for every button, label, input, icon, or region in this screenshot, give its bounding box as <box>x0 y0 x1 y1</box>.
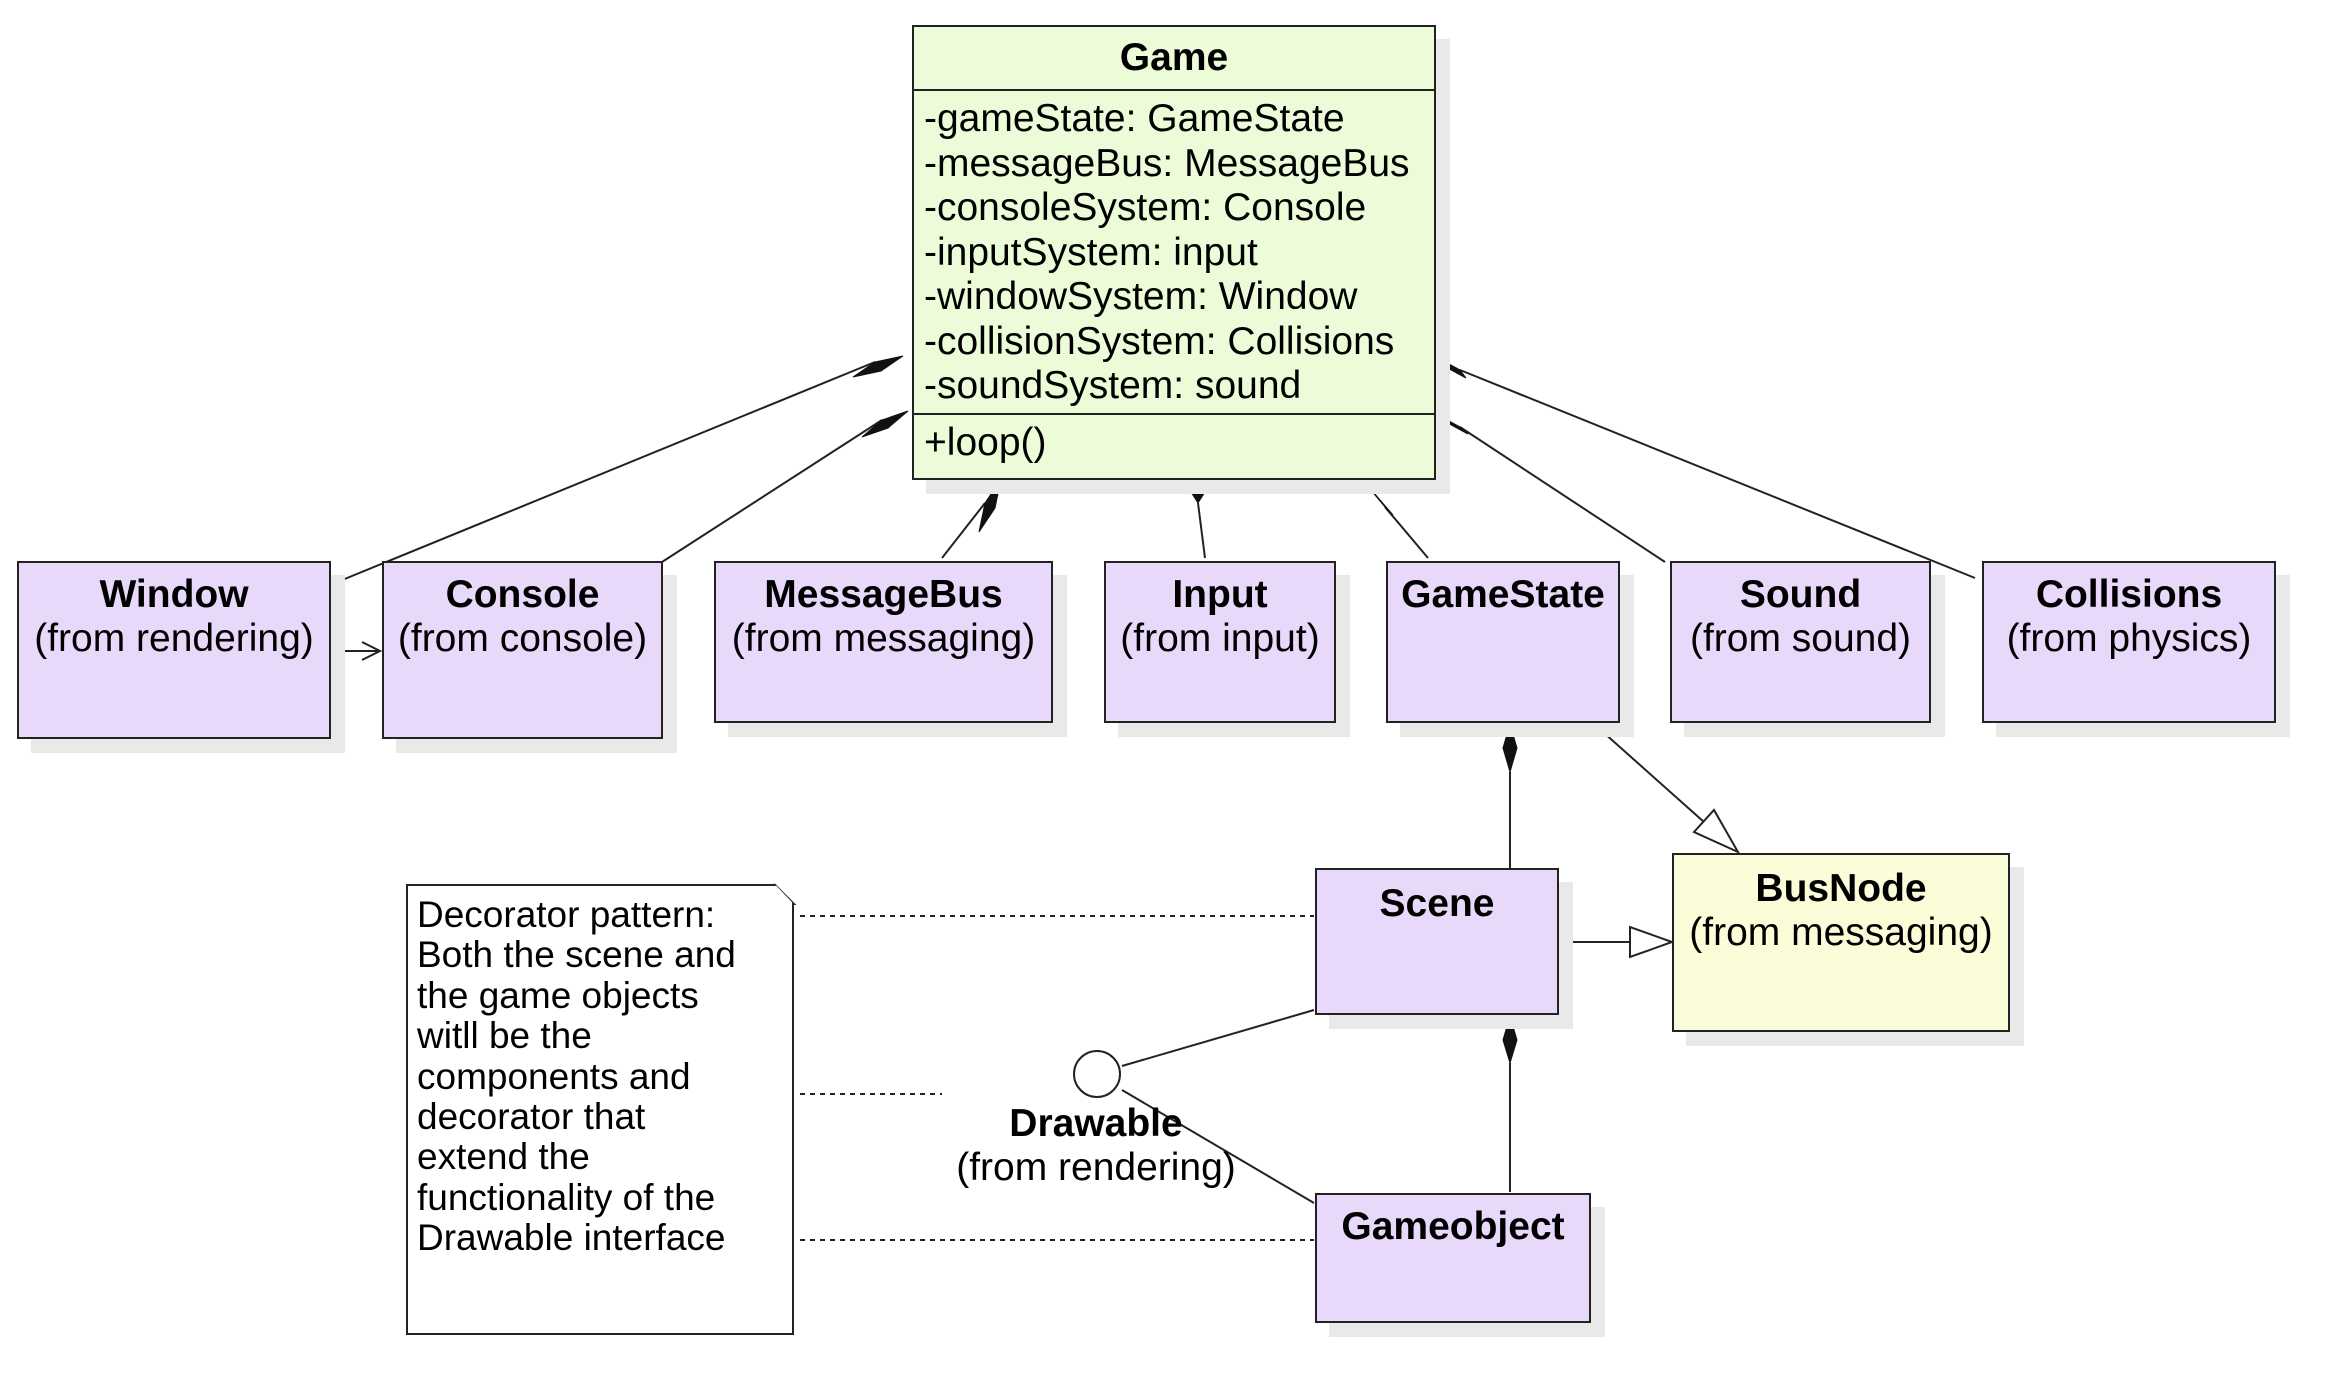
generalization-gamestate-busnode <box>1593 723 1705 823</box>
diamond-window <box>852 355 904 378</box>
class-game-operations: +loop() <box>914 415 1434 466</box>
class-game-title: Game <box>1119 36 1229 79</box>
class-gamestate[interactable]: GameState <box>1386 561 1620 723</box>
class-game[interactable]: Game -gameState: GameState -messageBus: … <box>912 25 1436 480</box>
class-console-title: Console <box>445 573 600 616</box>
class-input-title: Input <box>1172 573 1268 616</box>
class-busnode[interactable]: BusNode (from messaging) <box>1672 853 2010 1032</box>
composition-messagebus <box>941 502 986 559</box>
diamond-messagebus <box>978 478 1002 533</box>
class-busnode-title: BusNode <box>1755 867 1927 910</box>
class-console[interactable]: Console (from console) <box>382 561 663 739</box>
composition-console <box>661 419 883 563</box>
note-text: Decorator pattern: Both the scene and th… <box>417 894 787 1259</box>
diamond-input <box>1190 474 1206 504</box>
class-sound[interactable]: Sound (from sound) <box>1670 561 1931 723</box>
drawable-interface-icon <box>1073 1050 1121 1098</box>
note-line: decorator that <box>417 1096 646 1138</box>
class-collisions[interactable]: Collisions (from physics) <box>1982 561 2276 723</box>
note-line: functionality of the <box>417 1176 716 1218</box>
diamond-gameobject <box>1502 1014 1518 1065</box>
class-console-package: (from console) <box>397 617 648 660</box>
diamond-scene <box>1502 722 1518 774</box>
note-line: the game objects <box>417 974 699 1016</box>
note-line: Drawable interface <box>417 1217 726 1259</box>
dependency-arrowhead <box>361 641 383 661</box>
class-messagebus[interactable]: MessageBus (from messaging) <box>714 561 1053 723</box>
generalization-arrowhead-gamestate <box>1692 808 1741 855</box>
realization-scene-drawable <box>1121 1009 1315 1067</box>
class-window-package: (from rendering) <box>34 617 314 660</box>
note-line: witll be the <box>417 1015 592 1057</box>
composition-sound <box>1459 426 1666 563</box>
composition-collisions <box>1459 369 1976 579</box>
composition-input <box>1197 502 1206 559</box>
class-messagebus-title: MessageBus <box>764 573 1003 616</box>
note-box[interactable] <box>406 884 794 1335</box>
composition-gamestate <box>1384 506 1429 559</box>
realization-gameobject-drawable <box>1121 1089 1315 1204</box>
attribute: -messageBus: MessageBus <box>924 141 1410 185</box>
class-input-package: (from input) <box>1120 617 1320 660</box>
class-game-attributes: -gameState: GameState -messageBus: Messa… <box>914 91 1434 415</box>
class-collisions-title: Collisions <box>2035 573 2223 616</box>
attribute: -gameState: GameState <box>924 97 1345 140</box>
class-gameobject[interactable]: Gameobject <box>1315 1193 1591 1323</box>
class-scene-title: Scene <box>1379 882 1495 925</box>
composition-window <box>329 361 876 586</box>
attribute: -collisionSystem: Collisions <box>924 319 1395 363</box>
note-line: extend the <box>417 1136 590 1178</box>
note-line: components and <box>417 1055 691 1097</box>
generalization-arrowhead-scene <box>1629 925 1675 959</box>
class-busnode-package: (from messaging) <box>1689 911 1993 954</box>
diamond-console <box>861 410 909 438</box>
class-window[interactable]: Window (from rendering) <box>17 561 331 739</box>
interface-drawable-label: Drawable (from rendering) <box>930 1102 1262 1190</box>
diamond-sound <box>1433 412 1469 435</box>
interface-drawable-package: (from rendering) <box>956 1146 1236 1189</box>
class-input[interactable]: Input (from input) <box>1104 561 1336 723</box>
class-gamestate-title: GameState <box>1401 573 1605 616</box>
class-scene[interactable]: Scene <box>1315 868 1559 1015</box>
interface-drawable-title: Drawable <box>1009 1102 1183 1145</box>
operation: +loop() <box>924 420 1047 464</box>
class-collisions-package: (from physics) <box>2006 617 2252 660</box>
attribute: -windowSystem: Window <box>924 275 1358 318</box>
diamond-collisions <box>1433 355 1467 379</box>
class-sound-package: (from sound) <box>1689 617 1912 660</box>
class-game-header: Game <box>914 27 1434 91</box>
class-gameobject-title: Gameobject <box>1341 1205 1565 1248</box>
class-window-title: Window <box>99 573 249 616</box>
note-line: Both the scene and <box>417 934 736 976</box>
class-sound-title: Sound <box>1739 573 1862 616</box>
attribute: -inputSystem: input <box>924 230 1258 274</box>
attribute: -soundSystem: sound <box>924 364 1302 407</box>
note-line: Decorator pattern: <box>417 894 716 935</box>
attribute: -consoleSystem: Console <box>924 186 1367 229</box>
diamond-gamestate <box>1359 476 1394 516</box>
class-messagebus-package: (from messaging) <box>731 617 1036 660</box>
